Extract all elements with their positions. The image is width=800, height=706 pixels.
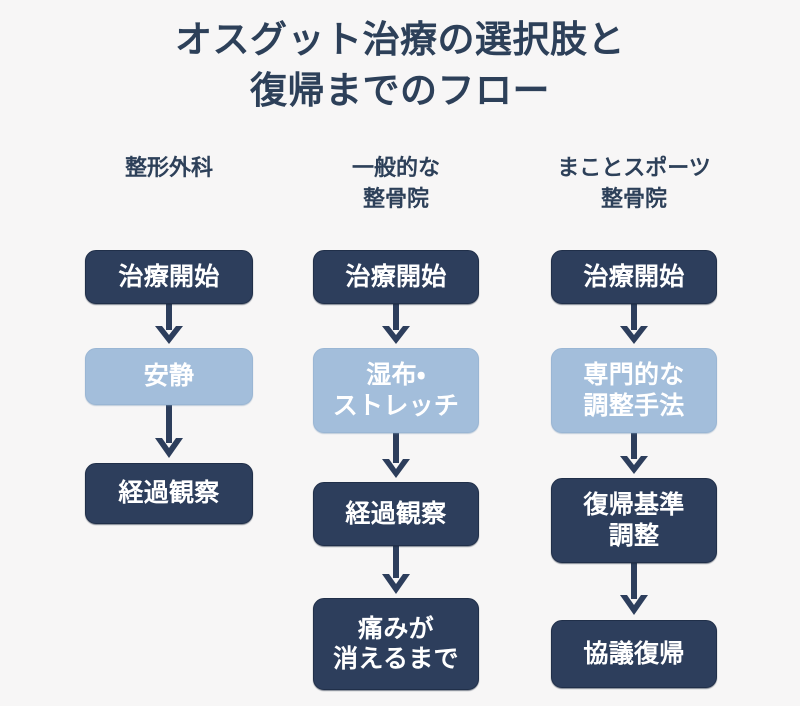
flow-arrow-down-icon: [617, 304, 651, 348]
flow-node-specialized: 専門的な 調整手法: [551, 348, 717, 433]
column-header-line: 一般的な: [351, 155, 440, 180]
flow-column-general-seikotsuin: 治療開始 湿布・ ストレッチ 経過観察: [313, 0, 479, 706]
column-header-general-seikotsuin: 一般的な 整骨院: [313, 152, 479, 214]
column-header-line: まことスポーツ: [557, 155, 711, 180]
column-header-line: 整骨院: [362, 186, 429, 212]
flow-arrow-down-icon: [379, 304, 413, 348]
flow-node-line: 痛みが: [358, 614, 434, 643]
flow-arrow-down-icon: [379, 546, 413, 598]
flow-node-line: 復帰基準: [583, 491, 685, 519]
flow-node-start: 治療開始: [313, 250, 479, 304]
flow-node-line: 治療開始: [345, 262, 447, 291]
flow-node-rest: 安静: [85, 348, 253, 405]
flow-node-line: 経過観察: [345, 499, 447, 528]
column-header-line: 整形外科: [124, 155, 213, 180]
flow-node-line: 治療開始: [118, 262, 220, 291]
page-title-line-2: 復帰までのフロー: [250, 70, 550, 112]
flow-arrow-down-icon: [617, 433, 651, 478]
flow-arrow-down-icon: [379, 433, 413, 482]
flow-arrow-down-icon: [617, 563, 651, 620]
page-title-line-1: オスグット治療の選択肢と: [175, 19, 625, 60]
flow-node-line: 調整手法: [583, 391, 685, 420]
flow-node-line: 調整: [608, 521, 660, 550]
flow-column-orthopedics: 治療開始 安静 経過観察: [85, 0, 253, 706]
flow-node-start: 治療開始: [551, 250, 717, 304]
page-title: オスグット治療の選択肢と 復帰までのフロー: [0, 14, 800, 116]
column-header-orthopedics: 整形外科: [85, 152, 253, 183]
flow-arrow-down-icon: [152, 405, 186, 463]
flow-node-observe: 経過観察: [313, 482, 479, 546]
flow-node-return-play: 協議復帰: [551, 620, 717, 688]
flow-node-line: 治療開始: [583, 262, 685, 291]
flow-node-line: 協議復帰: [583, 639, 685, 668]
column-headers: 整形外科 一般的な 整骨院 まことスポーツ 整骨院: [0, 152, 800, 232]
flow-node-return-adjust: 復帰基準 調整: [551, 478, 717, 563]
flow-node-line: 経過観察: [118, 479, 220, 508]
column-header-makoto-sports-seikotsuin: まことスポーツ 整骨院: [551, 152, 717, 214]
flow-column-makoto-sports-seikotsuin: 治療開始 専門的な 調整手法 復帰基準 調整: [551, 0, 717, 706]
flow-node-observe: 経過観察: [85, 463, 253, 524]
flow-node-line: 専門的な: [583, 361, 685, 389]
flow-node-line: 湿布・: [366, 361, 426, 389]
flow-node-line: 安静: [143, 362, 195, 391]
flow-node-start: 治療開始: [85, 250, 253, 304]
flow-node-until-pain: 痛みが 消えるまで: [313, 598, 479, 690]
flow-node-line: ストレッチ: [332, 391, 460, 420]
flow-arrow-down-icon: [152, 304, 186, 348]
flow-node-compress: 湿布・ ストレッチ: [313, 348, 479, 433]
flow-node-line: 消えるまで: [333, 645, 459, 673]
column-header-line: 整骨院: [600, 186, 667, 212]
